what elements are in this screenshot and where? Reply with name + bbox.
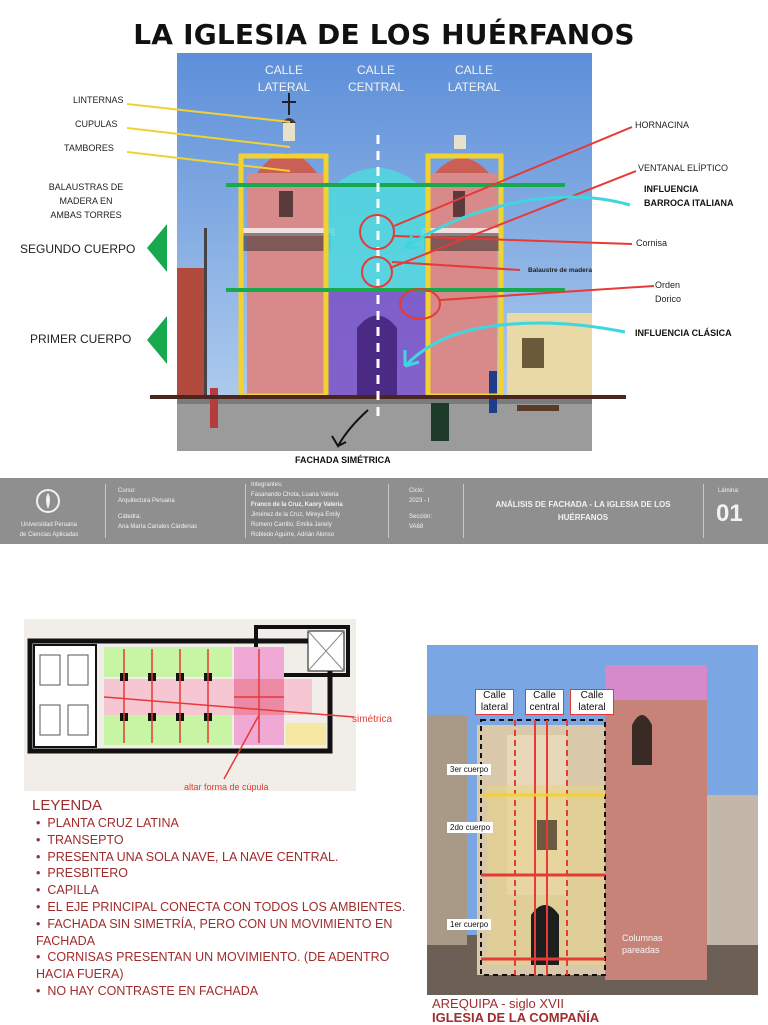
info-divider: [105, 484, 106, 538]
legend-list: PLANTA CRUZ LATINA TRANSEPTO PRESENTA UN…: [36, 815, 412, 1000]
label-line: BALAUSTRAS DE: [48, 182, 124, 192]
label-balaustras: BALAUSTRAS DE MADERA EN AMBAS TORRES: [38, 180, 134, 222]
info-line: Franco de la Cruz, Kaory Valeria: [251, 502, 343, 508]
info-line: 2023 - I: [409, 498, 430, 504]
street-label-line: central: [529, 702, 560, 713]
arequipa-street-left: Calle lateral: [475, 689, 514, 715]
ciclo-block: Ciclo: 2023 - I Sección: VA68: [409, 486, 432, 532]
analysis-title: ANÁLISIS DE FACHADA - LA IGLESIA DE LOS …: [470, 498, 696, 524]
street-label-line: CALLE: [454, 63, 494, 77]
label-influencia-clasica: INFLUENCIA CLÁSICA: [635, 328, 732, 338]
floor-plan: [24, 619, 356, 791]
arequipa-cuerpo-2: 2do cuerpo: [447, 822, 494, 833]
legend-item: PRESENTA UNA SOLA NAVE, LA NAVE CENTRAL.: [36, 849, 412, 866]
page-title: LA IGLESIA DE LOS HUÉRFANOS: [133, 18, 635, 51]
legend-item: NO HAY CONTRASTE EN FACHADA: [36, 983, 412, 1000]
plan-label-altar: altar forma de cúpula: [184, 782, 269, 792]
info-line: Curso:: [118, 488, 136, 494]
street-label-line: lateral: [578, 702, 606, 713]
integrantes-block: Integrantes: Fasanando Chota, Luana Vale…: [251, 480, 343, 540]
primer-cuerpo-marker-icon: [147, 316, 167, 364]
info-line: Romero Carrillo, Emilia Janely: [251, 522, 332, 528]
info-line: Ana María Canales Cárdenas: [118, 524, 198, 530]
street-label-line: CALLE: [356, 63, 396, 77]
info-divider: [245, 484, 246, 538]
legend-item: PRESBITERO: [36, 865, 412, 882]
street-label-line: CALLE: [264, 63, 304, 77]
info-divider: [703, 484, 704, 538]
legend-item: EL EJE PRINCIPAL CONECTA CON TODOS LOS A…: [36, 899, 412, 916]
label-influencia-barroca: INFLUENCIA BARROCA ITALIANA: [644, 182, 734, 210]
label-balaustre: Balaustre de madera: [528, 267, 592, 274]
info-divider: [388, 484, 389, 538]
label-line: AMBAS TORRES: [50, 210, 122, 220]
street-label-left: CALLE LATERAL: [252, 62, 316, 96]
arequipa-street-right: Calle lateral: [570, 689, 614, 715]
segundo-cuerpo-marker-icon: [147, 224, 167, 272]
arequipa-caption-2: IGLESIA DE LA COMPAÑÍA: [432, 1010, 600, 1025]
street-label-line: Calle: [580, 690, 604, 701]
arequipa-columnas-label: Columnas pareadas: [622, 932, 663, 956]
legend-item: CAPILLA: [36, 882, 412, 899]
facade-caption: FACHADA SIMÉTRICA: [295, 455, 391, 465]
plan-label-simetrica: simétrica: [352, 714, 393, 725]
curso-block: Curso: Arquitectura Peruana Cátedra: Ana…: [118, 486, 197, 532]
university-logo-icon: [36, 489, 60, 513]
legend-title: LEYENDA: [32, 797, 103, 814]
university-name: Universidad Peruana de Ciencias Aplicada…: [8, 520, 90, 540]
label-line: Orden: [655, 280, 681, 290]
street-label-line: LATERAL: [447, 80, 501, 94]
lamina-label: Lámina:: [718, 488, 740, 494]
info-line: HUÉRFANOS: [557, 513, 609, 522]
street-label-line: CENTRAL: [347, 80, 404, 94]
label-line: Dorico: [655, 294, 682, 304]
street-label-center: CALLE CENTRAL: [344, 62, 408, 96]
label-cornisa: Cornisa: [636, 238, 668, 248]
arequipa-cuerpo-1: 1er cuerpo: [447, 919, 492, 930]
label-line: BARROCA ITALIANA: [644, 198, 734, 208]
info-line: Robledo Aguirre, Adrián Alonso: [251, 532, 335, 538]
street-label-line: Calle: [533, 690, 556, 701]
info-line: de Ciencias Aplicadas: [19, 532, 79, 538]
info-line: Ciclo:: [409, 488, 425, 494]
label-cupulas: CUPULAS: [75, 119, 118, 129]
label-line: Columnas: [622, 933, 663, 943]
info-line: Universidad Peruana: [20, 522, 78, 528]
street-label-right: CALLE LATERAL: [442, 62, 506, 96]
arequipa-caption-1: AREQUIPA - siglo XVII: [432, 996, 564, 1011]
arequipa-street-center: Calle central: [525, 689, 564, 715]
info-line: Fasanando Chota, Luana Valeria: [251, 492, 339, 498]
info-line: Jiménez de la Cruz, Mireya Emily: [251, 512, 341, 518]
label-segundo-cuerpo: SEGUNDO CUERPO: [20, 242, 136, 256]
legend-item: CORNISAS PRESENTAN UN MOVIMIENTO. (DE AD…: [36, 949, 412, 983]
info-line: Sección:: [409, 514, 433, 520]
info-line: ANÁLISIS DE FACHADA - LA IGLESIA DE LOS: [495, 500, 671, 509]
label-linternas: LINTERNAS: [73, 95, 124, 105]
annotation-overlay: [126, 103, 655, 448]
info-bar: Universidad Peruana de Ciencias Aplicada…: [0, 478, 768, 544]
legend-item: TRANSEPTO: [36, 832, 412, 849]
label-ventanal: VENTANAL ELÍPTICO: [638, 163, 729, 173]
arequipa-photo: [427, 645, 758, 995]
label-line: INFLUENCIA: [644, 184, 699, 194]
label-line: MADERA EN: [59, 196, 113, 206]
info-line: Arquitectura Peruana: [118, 498, 175, 504]
label-orden-dorico: Orden Dorico: [655, 278, 681, 306]
info-divider: [463, 484, 464, 538]
legend-item: FACHADA SIN SIMETRÍA, PERO CON UN MOVIMI…: [36, 916, 412, 950]
lamina-number: 01: [716, 500, 743, 527]
arequipa-cuerpo-3: 3er cuerpo: [447, 764, 492, 775]
street-label-line: Calle: [483, 690, 506, 701]
label-hornacina: HORNACINA: [635, 120, 690, 130]
street-label-line: LATERAL: [257, 80, 311, 94]
info-line: VA68: [409, 524, 424, 530]
info-line: Cátedra:: [118, 514, 142, 520]
legend-item: PLANTA CRUZ LATINA: [36, 815, 412, 832]
info-line: Integrantes:: [251, 482, 283, 488]
street-label-line: lateral: [480, 702, 509, 713]
label-primer-cuerpo: PRIMER CUERPO: [30, 332, 132, 346]
label-tambores: TAMBORES: [64, 143, 114, 153]
label-line: pareadas: [622, 945, 660, 955]
